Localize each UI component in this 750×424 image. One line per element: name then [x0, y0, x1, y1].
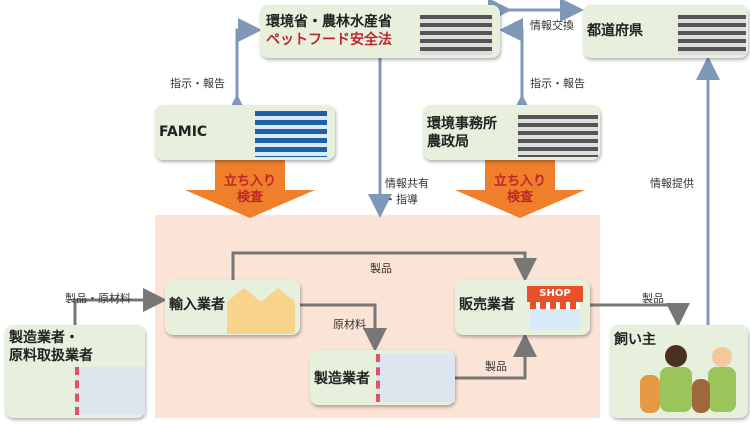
foreign-manufacturer-box: 製造業者・ 原料取扱業者 — [5, 325, 145, 418]
arrow-maker-seller — [455, 333, 537, 380]
owner-with-pets-illustration — [640, 345, 740, 415]
inspection-arrow-famic — [185, 160, 315, 218]
arrow-seller-owner — [590, 303, 690, 327]
warehouse-icon — [227, 288, 295, 334]
seller-box: 販売業者 SHOP — [455, 280, 590, 335]
regional-office-box: 環境事務所 農政局 — [423, 105, 600, 160]
shop-icon: SHOP — [527, 286, 583, 302]
building-icon — [678, 15, 746, 55]
ministry-label: 環境省・農林水産省 — [266, 14, 392, 30]
building-icon — [420, 15, 492, 55]
pet-owner-box: 飼い主 — [610, 325, 748, 418]
famic-box: FAMIC — [155, 105, 335, 160]
arrow-ministry-famic — [225, 18, 262, 118]
arrow-material — [300, 303, 387, 352]
inspection-arrow-regional — [455, 160, 585, 218]
inspection-label-famic: 立ち入り検査 — [223, 174, 276, 205]
factory-icon — [75, 367, 145, 415]
building-icon — [518, 115, 598, 157]
manufacturer-box: 製造業者 — [310, 350, 455, 405]
arrow-import-product — [231, 251, 537, 282]
storefront-icon — [530, 302, 580, 330]
importer-box: 輸入業者 — [165, 280, 300, 335]
arrow-foreign-importer — [73, 288, 167, 325]
law-label: ペットフード安全法 — [266, 32, 392, 48]
ministry-box: 環境省・農林水産省 ペットフード安全法 — [260, 5, 500, 58]
prefecture-box: 都道府県 — [583, 5, 748, 58]
factory-icon — [376, 354, 455, 402]
building-icon — [255, 111, 327, 157]
inspection-label-regional: 立ち入り検査 — [493, 174, 546, 205]
arrow-ministry-regional — [499, 18, 534, 118]
